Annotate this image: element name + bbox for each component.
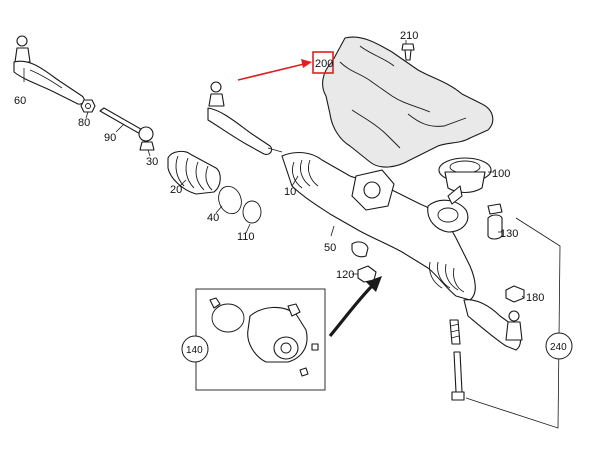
label-130: 130 <box>500 228 518 240</box>
label-circle-140 <box>181 335 209 363</box>
highlight-box <box>312 51 334 74</box>
label-100: 100 <box>492 168 510 180</box>
bolt-210[interactable] <box>401 43 415 61</box>
nut-180[interactable] <box>505 285 525 303</box>
motor-unit[interactable] <box>209 297 319 377</box>
tie-rod-nut-80[interactable] <box>80 99 96 113</box>
outer-tie-rod-end-right[interactable] <box>463 299 523 351</box>
lock-plate-30[interactable] <box>139 141 155 151</box>
label-60: 60 <box>14 95 26 107</box>
label-40: 40 <box>207 212 219 224</box>
bellows-boot-left[interactable] <box>167 150 221 195</box>
label-120: 120 <box>336 269 354 281</box>
heat-shield[interactable] <box>322 36 494 168</box>
inner-tie-rod-90[interactable] <box>99 107 154 142</box>
label-30: 30 <box>146 156 158 168</box>
mount-bushing[interactable] <box>438 157 492 194</box>
label-80: 80 <box>78 117 90 129</box>
clamp-ring-40[interactable] <box>215 183 245 217</box>
label-circle-240 <box>545 332 573 360</box>
label-210: 210 <box>400 30 418 42</box>
leader-lines <box>23 40 525 299</box>
steering-rack-housing[interactable] <box>281 151 476 301</box>
label-240: 240 <box>550 342 567 353</box>
label-200: 200 <box>315 58 333 70</box>
outer-tie-rod-end-left[interactable] <box>13 35 85 105</box>
label-90: 90 <box>104 132 116 144</box>
label-50: 50 <box>324 242 336 254</box>
curved-arrow-icon <box>328 276 382 338</box>
label-110: 110 <box>237 231 255 243</box>
clamp-ring-110[interactable] <box>242 200 262 224</box>
pointer-arrow-icon <box>237 59 312 81</box>
long-bolt[interactable] <box>451 351 465 401</box>
label-20: 20 <box>170 184 182 196</box>
label-140: 140 <box>186 345 203 356</box>
label-180: 180 <box>526 292 544 304</box>
fastener-130[interactable] <box>487 203 503 240</box>
threaded-stud[interactable] <box>449 319 461 345</box>
outer-tie-rod-end-center[interactable] <box>207 81 283 155</box>
label-10: 10 <box>284 186 296 198</box>
